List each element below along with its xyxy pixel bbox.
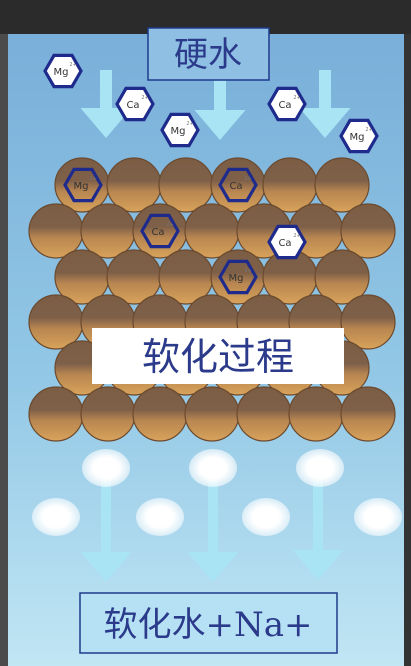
ca-ion-symbol: Ca: [278, 238, 291, 249]
mg-ion-symbol: Mg: [350, 132, 365, 143]
middle-label-box: 软化过程: [92, 328, 344, 384]
resin-bead: [340, 294, 396, 350]
ca-ion-symbol: Ca: [151, 227, 164, 238]
bottom-label-box: 软化水+Na+: [79, 592, 338, 654]
mg-ion-charge: 2+: [89, 176, 96, 182]
ca-ion: Ca2+: [115, 86, 155, 122]
mg-ion: Mg2+: [160, 112, 200, 148]
sodium-bubble: [242, 498, 290, 536]
ca-ion-charge: 2+: [166, 222, 173, 228]
ca-ion-symbol: Ca: [126, 100, 139, 111]
ca-ion: Ca2+: [218, 167, 258, 203]
ca-ion-charge: 2+: [244, 176, 251, 182]
tank-left-wall: [0, 34, 8, 666]
down-arrow: [299, 70, 351, 138]
resin-bead: [28, 386, 84, 442]
resin-bead: [158, 157, 214, 213]
mg-ion-charge: 2+: [365, 127, 372, 133]
mg-ion: Mg2+: [63, 167, 103, 203]
sodium-bubble: [354, 498, 402, 536]
sodium-bubble: [82, 449, 130, 487]
ca-ion-symbol: Ca: [229, 181, 242, 192]
resin-bead: [132, 386, 188, 442]
resin-bead: [236, 386, 292, 442]
resin-bead: [314, 157, 370, 213]
ca-ion-charge: 2+: [141, 95, 148, 101]
mg-ion: Mg2+: [339, 118, 379, 154]
sodium-bubbles: [32, 449, 402, 536]
resin-bead: [288, 386, 344, 442]
resin-bead: [262, 157, 318, 213]
mg-ion-charge: 2+: [186, 121, 193, 127]
ca-ion: Ca2+: [267, 224, 307, 260]
ca-ion-symbol: Ca: [278, 100, 291, 111]
sodium-bubble: [296, 449, 344, 487]
resin-bead: [314, 249, 370, 305]
mg-ion-symbol: Mg: [74, 181, 89, 192]
resin-bead: [80, 203, 136, 259]
resin-bead: [28, 294, 84, 350]
ions: Mg2+Ca2+Mg2+Ca2+Mg2+Mg2+Ca2+Ca2+Ca2+Mg2+: [43, 53, 379, 295]
resin-bead: [184, 386, 240, 442]
mg-ion-symbol: Mg: [54, 67, 69, 78]
down-arrow: [187, 480, 239, 582]
top-label: 硬水: [174, 35, 242, 75]
sodium-bubble: [189, 449, 237, 487]
mg-ion-symbol: Mg: [171, 126, 186, 137]
resin-bead: [184, 203, 240, 259]
ca-ion-charge: 2+: [293, 233, 300, 239]
ca-ion-charge: 2+: [293, 95, 300, 101]
top-label-box: 硬水: [147, 27, 270, 81]
resin-bead: [80, 386, 136, 442]
down-arrow: [80, 70, 132, 138]
tank-right-wall: [404, 34, 411, 666]
mg-ion-charge: 2+: [69, 62, 76, 68]
middle-label: 软化过程: [142, 335, 294, 379]
sodium-bubble: [136, 498, 184, 536]
ca-ion: Ca2+: [267, 86, 307, 122]
ca-ion: Ca2+: [140, 213, 180, 249]
down-arrow: [80, 478, 132, 582]
mg-ion-charge: 2+: [244, 268, 251, 274]
resin-bead: [106, 157, 162, 213]
sodium-bubble: [32, 498, 80, 536]
resin-bead: [340, 203, 396, 259]
resin-bead: [28, 203, 84, 259]
mg-ion-symbol: Mg: [229, 273, 244, 284]
down-arrow: [292, 478, 344, 580]
mg-ion: Mg2+: [43, 53, 83, 89]
bottom-label: 软化水+Na+: [104, 605, 313, 645]
mg-ion: Mg2+: [218, 259, 258, 295]
resin-bead: [340, 386, 396, 442]
